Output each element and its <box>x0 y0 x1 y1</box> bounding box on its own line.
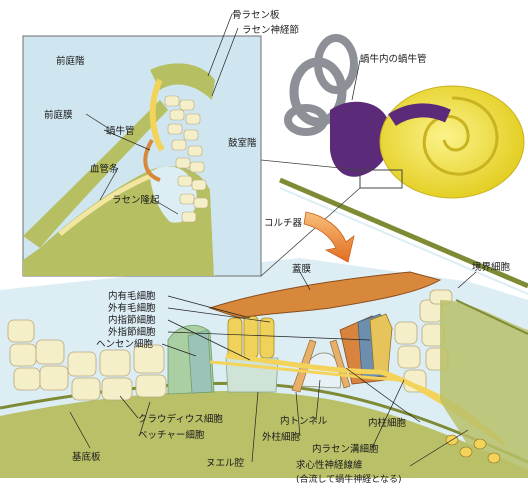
label-outer-hair-cells: 外有毛細胞 <box>108 302 156 314</box>
label-afferent-nerve-note: (合流して蝸牛神経となる) <box>296 473 401 485</box>
label-scala-tympani: 鼓室階 <box>228 137 257 149</box>
zoom-arrow <box>304 212 354 262</box>
label-bony-spiral-lamina: 骨ラセン板 <box>232 9 280 21</box>
label-inner-pillar-cells: 内柱細胞 <box>368 417 407 429</box>
label-tectorial-membrane: 蓋膜 <box>292 263 312 275</box>
label-nuel-space: ヌエル腔 <box>206 457 245 469</box>
label-border-cells: 境界細胞 <box>472 261 511 273</box>
label-basilar-membrane: 基底板 <box>72 451 101 463</box>
label-vestibular-membrane: 前庭膜 <box>44 109 73 121</box>
hensen-cells <box>168 325 214 394</box>
label-spiral-prominence: ラセン隆起 <box>112 194 160 206</box>
label-boettcher-cells: ベッチャー細胞 <box>138 429 205 441</box>
label-inner-phalangeal-cells: 内指節細胞 <box>108 314 156 326</box>
label-cochlear-duct: 蝸牛管 <box>106 125 135 137</box>
label-outer-phalangeal-cells: 外指節細胞 <box>108 326 156 338</box>
outer-hair-cells <box>226 316 278 392</box>
label-inner-spiral-sulcus-cells: 内ラセン溝細胞 <box>312 443 379 455</box>
label-outer-pillar-cells: 外柱細胞 <box>262 431 301 443</box>
label-spiral-ganglion: ラセン神経節 <box>242 24 300 36</box>
label-inner-tunnel: 内トンネル <box>280 415 328 427</box>
label-scala-vestibuli: 前庭階 <box>56 55 85 67</box>
label-organ-of-corti: コルチ器 <box>264 218 303 229</box>
label-afferent-nerve-fibers: 求心性神経線維 <box>296 459 363 471</box>
label-claudius-cells: クラウディウス細胞 <box>138 413 223 425</box>
label-stria-vascularis: 血管条 <box>90 163 119 175</box>
label-cochlear-duct-in-cochlea: 蝸牛内の蝸牛管 <box>360 53 427 65</box>
cochlea-cross-section-panel <box>23 36 261 276</box>
label-inner-hair-cells: 内有毛細胞 <box>108 290 156 302</box>
label-hensen-cells: ヘンセン細胞 <box>96 338 154 350</box>
inner-ear-illustration <box>261 38 524 276</box>
